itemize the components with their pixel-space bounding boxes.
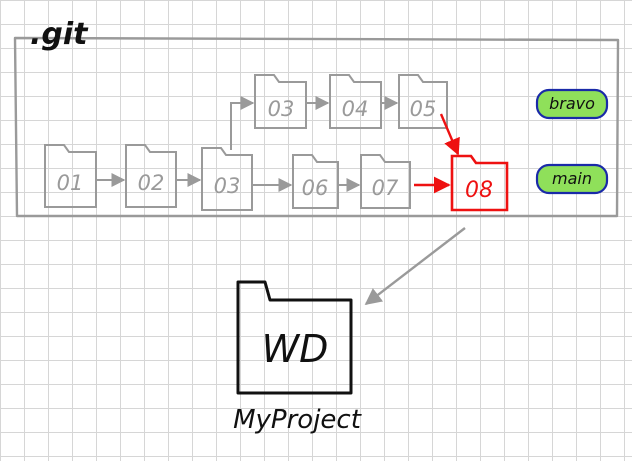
commit-07: 07: [360, 154, 411, 209]
svg-text:bravo: bravo: [549, 94, 595, 113]
svg-text:07: 07: [372, 176, 399, 200]
commit-04: 04: [329, 74, 382, 129]
svg-text:03: 03: [268, 97, 295, 121]
commit-arrows: [97, 96, 399, 192]
svg-text:02: 02: [138, 171, 165, 195]
project-name: MyProject: [233, 405, 362, 435]
commit-02: 02: [125, 144, 177, 208]
commit-06: 06: [292, 154, 339, 209]
svg-text:08: 08: [465, 178, 493, 203]
checkout-arrow: [364, 227, 466, 306]
working-directory-folder: WD: [236, 280, 353, 395]
commit-01: 01: [44, 144, 97, 208]
commit-03: 03: [201, 147, 253, 211]
repository-frame: [13, 36, 620, 218]
merge-arrows: [414, 113, 460, 194]
branch-badge-bravo: bravo: [535, 88, 609, 120]
commit-08-head: 08: [450, 154, 509, 212]
svg-text:main: main: [552, 169, 592, 188]
svg-text:03: 03: [214, 174, 241, 198]
svg-text:06: 06: [302, 176, 329, 200]
repo-label: .git: [30, 17, 89, 52]
commit-03-branch: 03: [254, 74, 307, 129]
svg-text:01: 01: [57, 171, 84, 195]
commit-05: 05: [398, 74, 448, 129]
svg-text:05: 05: [410, 97, 437, 121]
working-directory-label: WD: [262, 327, 329, 371]
svg-text:04: 04: [342, 97, 369, 121]
branch-badge-main: main: [535, 163, 609, 195]
